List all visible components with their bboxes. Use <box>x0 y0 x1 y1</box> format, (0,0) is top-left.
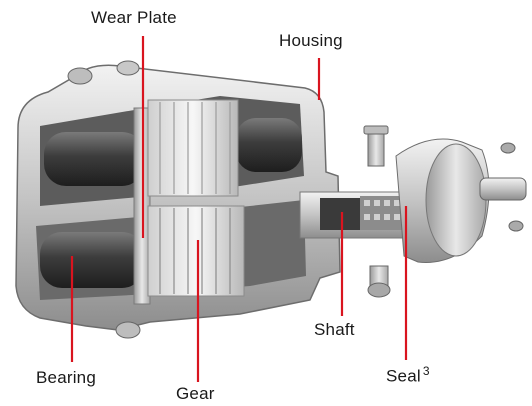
wear-plate-label: Wear Plate <box>91 8 177 27</box>
leader-lines <box>70 36 408 382</box>
seal-footnote-marker: 3 <box>422 364 430 378</box>
shaft-label: Shaft <box>314 320 355 339</box>
shaft-shape <box>299 191 421 239</box>
seal-label: Seal <box>386 366 421 386</box>
housing-label: Housing <box>279 31 343 50</box>
gear-shape <box>147 99 245 297</box>
bearing-label: Bearing <box>36 368 96 387</box>
upper-bearing-rod <box>44 118 302 186</box>
gear-label: Gear <box>176 384 215 403</box>
seal-flange-shape <box>363 125 527 298</box>
lower-bearing-rod <box>40 232 144 288</box>
